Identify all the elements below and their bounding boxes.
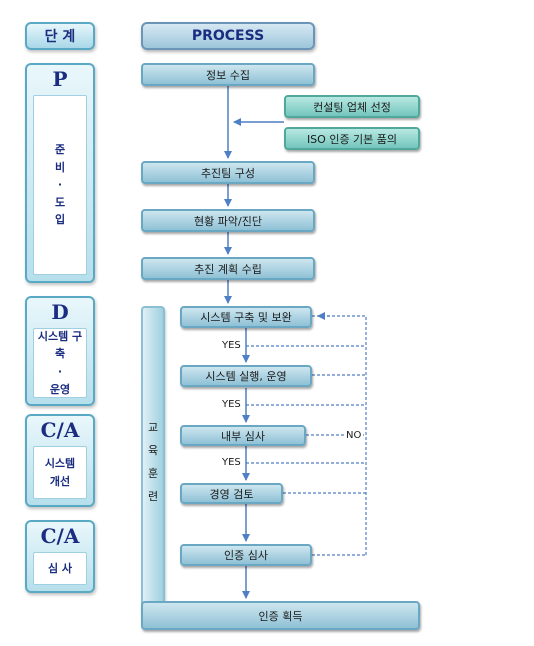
step-info: 정보 수집 (141, 63, 315, 86)
yes-label: YES (222, 399, 241, 410)
step-status-label: 현황 파악/진단 (194, 214, 262, 228)
step-review-label: 경영 검토 (209, 487, 254, 501)
step-cert-label: 인증 획득 (258, 609, 303, 623)
step-run-label: 시스템 실행, 운영 (205, 370, 287, 383)
stage-ca-audit-letter: C/A (40, 524, 80, 548)
stage-ca-improve: C/A 시스템 개선 (25, 414, 95, 507)
step-cert-audit: 인증 심사 (180, 544, 312, 566)
step-info-label: 정보 수집 (206, 68, 250, 82)
education-char: 육 (147, 443, 159, 457)
stage-header-label: 단 계 (44, 29, 76, 45)
stage-p-letter: P (52, 67, 68, 91)
step-iso-label: ISO 인증 기본 품의 (306, 132, 398, 146)
step-consult: 컨설팅 업체 선정 (284, 95, 420, 118)
step-review: 경영 검토 (180, 483, 283, 504)
step-team-label: 추진팀 구성 (200, 166, 256, 180)
stage-ca-label: 시스템 개선 (33, 446, 87, 499)
step-consult-label: 컨설팅 업체 선정 (313, 100, 391, 114)
step-plan: 추진 계획 수립 (141, 257, 315, 280)
stage-ca-audit-line: 심 사 (47, 561, 73, 575)
education-char: 교 (147, 420, 159, 434)
step-status: 현황 파악/진단 (141, 209, 315, 232)
stage-header: 단 계 (25, 22, 95, 50)
step-run: 시스템 실행, 운영 (180, 365, 312, 387)
stage-d-label: 시스템 구축 · 운영 (33, 328, 87, 398)
stage-p-line: · (57, 178, 63, 192)
education-char: 련 (147, 490, 159, 504)
yes-label: YES (222, 340, 241, 351)
stage-p-label: 준 비 · 도 입 (33, 95, 87, 275)
process-header: PROCESS (141, 22, 315, 50)
stage-p-line: 도 (54, 195, 66, 209)
stage-ca-audit-label: 심 사 (33, 552, 87, 585)
stage-ca-letter: C/A (40, 418, 80, 442)
stage-p-line: 준 (54, 143, 66, 157)
no-label: NO (344, 430, 364, 441)
stage-p-line: 입 (54, 213, 66, 227)
process-header-label: PROCESS (191, 28, 265, 44)
stage-d-line: 운영 (49, 382, 71, 396)
stage-d-letter: D (51, 300, 69, 324)
stage-d-line: · (57, 365, 63, 378)
stage-ca-line: 시스템 (44, 456, 76, 470)
stage-ca-audit: C/A 심 사 (25, 520, 95, 593)
step-cert-audit-label: 인증 심사 (224, 549, 268, 562)
stage-p: P 준 비 · 도 입 (25, 63, 95, 283)
stage-d: D 시스템 구축 · 운영 (25, 296, 95, 406)
step-audit: 내부 심사 (180, 425, 306, 446)
stage-d-line: 시스템 구축 (37, 329, 83, 361)
step-plan-label: 추진 계획 수립 (194, 262, 262, 276)
step-iso: ISO 인증 기본 품의 (284, 127, 420, 150)
education-bar: 교 육 훈 련 (141, 306, 165, 618)
step-team: 추진팀 구성 (141, 161, 315, 184)
education-char: 훈 (147, 467, 159, 480)
yes-label: YES (222, 457, 241, 468)
stage-ca-line: 개선 (49, 474, 71, 488)
step-build-label: 시스템 구축 및 보완 (200, 311, 292, 324)
step-cert: 인증 획득 (141, 601, 420, 630)
step-audit-label: 내부 심사 (221, 429, 265, 443)
step-build: 시스템 구축 및 보완 (180, 306, 312, 328)
stage-p-line: 비 (54, 160, 66, 174)
